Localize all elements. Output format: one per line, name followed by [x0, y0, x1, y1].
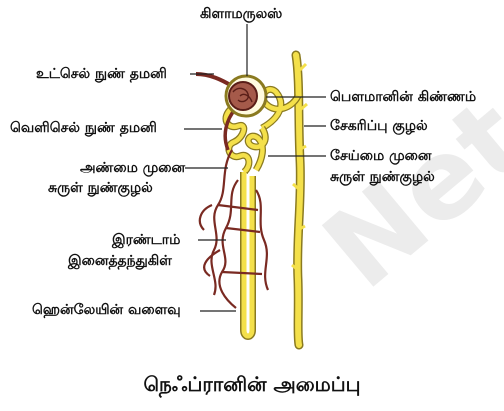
- dct-label-line1: சேய்மை முனை: [330, 148, 431, 165]
- capillaries-label-line2: இனைத்தந்துகிள்: [68, 253, 172, 270]
- capillaries-label-line1: இரண்டாம்: [112, 232, 180, 249]
- afferent-arteriole: [196, 74, 232, 86]
- bowmans-capsule-label: பௌமானின் கிண்ணம்: [330, 89, 476, 106]
- diagram-caption: நெஃப்ரானின் அமைப்பு: [0, 372, 504, 399]
- dct-label-line2: சுருள் நுண்குழல்: [330, 169, 435, 186]
- pct-label-line1: அண்மை முனை: [80, 160, 185, 177]
- pct-label-line2: சுருள் நுண்குழல்: [48, 180, 153, 197]
- peritubular-capillaries: [200, 150, 268, 308]
- glomerulus: [229, 82, 257, 110]
- afferent-arteriole-label: உட்செல் நுண் தமனி: [36, 66, 167, 83]
- efferent-arteriole-label: வெளிசெல் நுண் தமனி: [10, 120, 157, 137]
- collecting-duct-label: சேகரிப்பு குழல்: [330, 118, 428, 135]
- loop-of-henle: [244, 172, 252, 336]
- glomerulus-label: கிளாமருலஸ்: [200, 6, 282, 23]
- loop-of-henle-label: ஹென்லேயின் வளைவு: [32, 302, 181, 319]
